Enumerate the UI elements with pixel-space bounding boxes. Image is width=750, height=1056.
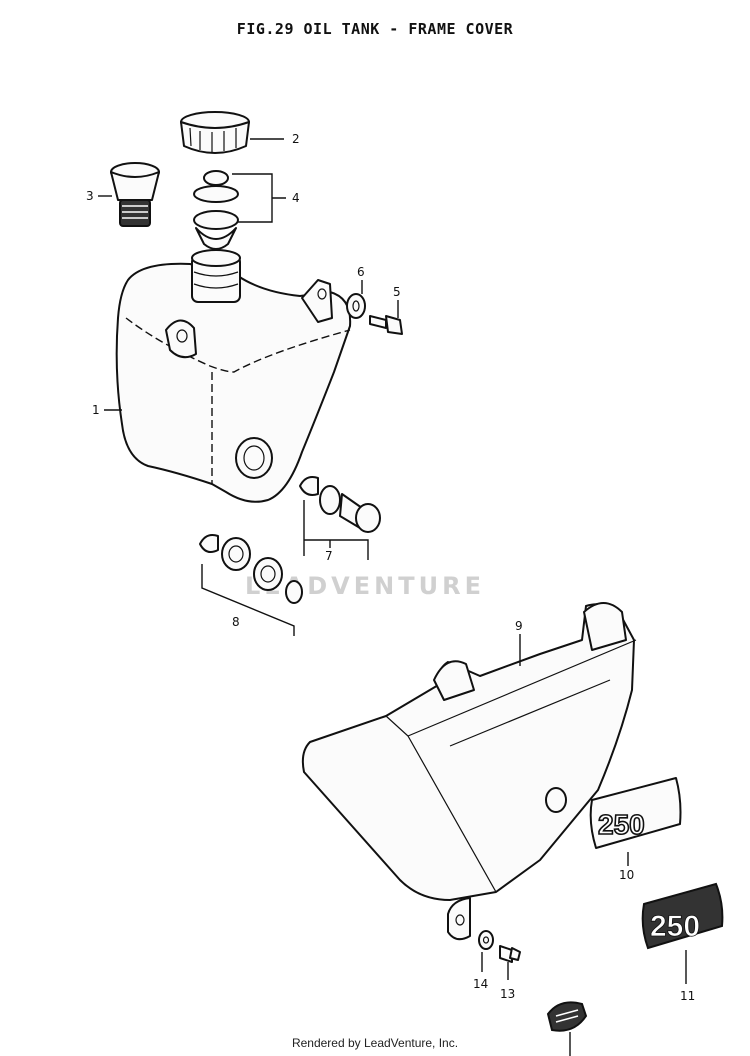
callout-10: 10 — [619, 868, 634, 882]
footer-credit: Rendered by LeadVenture, Inc. — [291, 1036, 459, 1050]
callout-2: 2 — [292, 132, 300, 146]
part-2-filler-cap[interactable] — [180, 111, 250, 154]
part-1-oil-tank[interactable] — [115, 249, 352, 503]
part-11-decal-250[interactable]: 250 — [641, 882, 724, 950]
callout-1: 1 — [92, 403, 100, 417]
part-5-fitting-set[interactable] — [199, 534, 303, 604]
callout-6: 7 — [325, 549, 333, 563]
part-10-emblem-250[interactable]: 250 — [589, 777, 682, 849]
leader-5 — [201, 564, 295, 636]
emblem-250-text: 250 — [598, 809, 645, 840]
decal-250-text: 250 — [650, 910, 700, 943]
part-6-drain-plug-set[interactable] — [299, 476, 381, 533]
callout-8: 6 — [357, 265, 365, 279]
leader-4 — [232, 173, 286, 223]
callout-11: 11 — [680, 989, 695, 1003]
part-8-washer[interactable] — [346, 293, 366, 319]
figure-title: FIG.29 OIL TANK - FRAME COVER — [236, 20, 514, 38]
callout-4: 4 — [292, 191, 300, 205]
part-13-screw[interactable] — [499, 945, 521, 963]
part-14-washer[interactable] — [478, 930, 494, 950]
part-7-bolt[interactable] — [369, 315, 403, 335]
part-small-badge[interactable] — [546, 1001, 588, 1032]
callout-14: 14 — [473, 977, 488, 991]
leader-6 — [303, 500, 369, 560]
watermark: LEADVENTURE — [245, 572, 485, 600]
callout-5: 8 — [232, 615, 240, 629]
callout-13: 13 — [500, 987, 515, 1001]
callout-7: 5 — [393, 285, 401, 299]
callout-9: 9 — [515, 619, 523, 633]
part-9-frame-cover[interactable] — [301, 602, 637, 941]
part-3-filler-neck[interactable] — [110, 162, 160, 227]
callout-3: 3 — [86, 189, 94, 203]
part-4-strainer-set[interactable] — [193, 170, 239, 250]
